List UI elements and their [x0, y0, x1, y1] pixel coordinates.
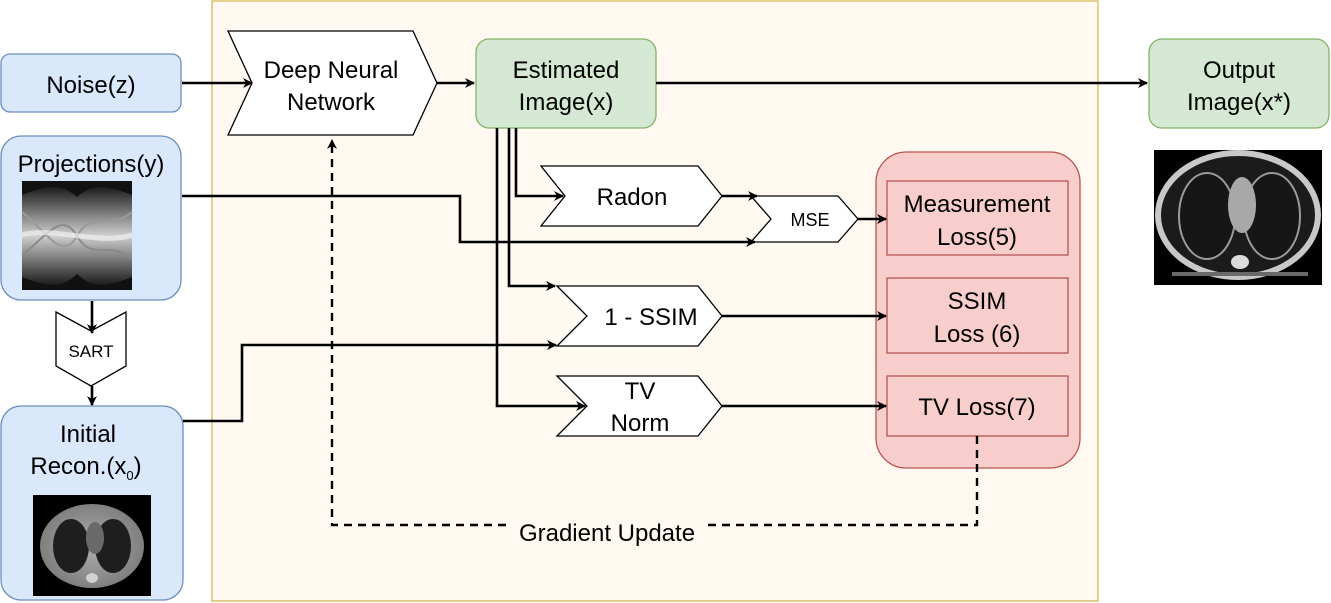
initial-label-line1: Initial	[60, 421, 116, 448]
network-label-line1: Deep Neural	[264, 57, 399, 84]
noise-node[interactable]: Noise(z)	[0, 53, 182, 113]
tv-norm-label-line1: TV	[625, 378, 656, 405]
noise-label: Noise(z)	[46, 72, 135, 99]
mse-node[interactable]: MSE	[749, 195, 859, 243]
output-label-line2: Image(x*)	[1187, 89, 1291, 116]
tv-loss-label: TV Loss(7)	[918, 394, 1035, 421]
initial-recon-node[interactable]: Initial Recon.(x0)	[0, 405, 184, 601]
network-node[interactable]: Deep Neural Network	[226, 30, 438, 136]
network-label-line2: Network	[287, 89, 376, 116]
ssim-loss-line2: Loss (6)	[934, 321, 1021, 348]
measurement-loss-line1: Measurement	[904, 191, 1051, 218]
measurement-loss-line2: Loss(5)	[937, 224, 1017, 251]
estimated-label-line2: Image(x)	[519, 89, 614, 116]
tv-norm-node[interactable]: TV Norm	[555, 375, 723, 437]
measurement-loss-node[interactable]: Measurement Loss(5)	[886, 180, 1069, 256]
loss-group: Measurement Loss(5) SSIM Loss (6) TV Los…	[875, 151, 1081, 469]
estimated-image-node[interactable]: Estimated Image(x)	[475, 38, 657, 129]
output-image-node[interactable]: Output Image(x*)	[1148, 38, 1330, 129]
ct-output-image	[1154, 150, 1322, 285]
radon-node[interactable]: Radon	[539, 165, 723, 227]
projections-label: Projections(y)	[18, 151, 165, 178]
sinogram-image	[21, 181, 133, 290]
ssim-operator-node[interactable]: 1 - SSIM	[555, 285, 723, 347]
gradient-update-text: Gradient Update	[519, 520, 695, 547]
gradient-update-label: Gradient Update	[508, 514, 706, 547]
ssim-loss-node[interactable]: SSIM Loss (6)	[886, 277, 1069, 354]
ssim-loss-line1: SSIM	[948, 288, 1007, 315]
initial-label-line2: Recon.(x0)	[30, 453, 141, 483]
radon-label: Radon	[597, 184, 668, 211]
output-label-line1: Output	[1203, 57, 1275, 84]
ct-reconstruction-image	[33, 495, 151, 596]
estimated-label-line1: Estimated	[513, 57, 620, 84]
mse-label: MSE	[790, 210, 829, 230]
tv-loss-node[interactable]: TV Loss(7)	[886, 375, 1069, 437]
sart-node[interactable]: SART	[55, 310, 127, 387]
ssim-operator-label: 1 - SSIM	[604, 304, 697, 331]
tv-norm-label-line2: Norm	[611, 410, 670, 437]
sart-label: SART	[68, 342, 113, 361]
projections-node[interactable]: Projections(y)	[0, 135, 182, 301]
